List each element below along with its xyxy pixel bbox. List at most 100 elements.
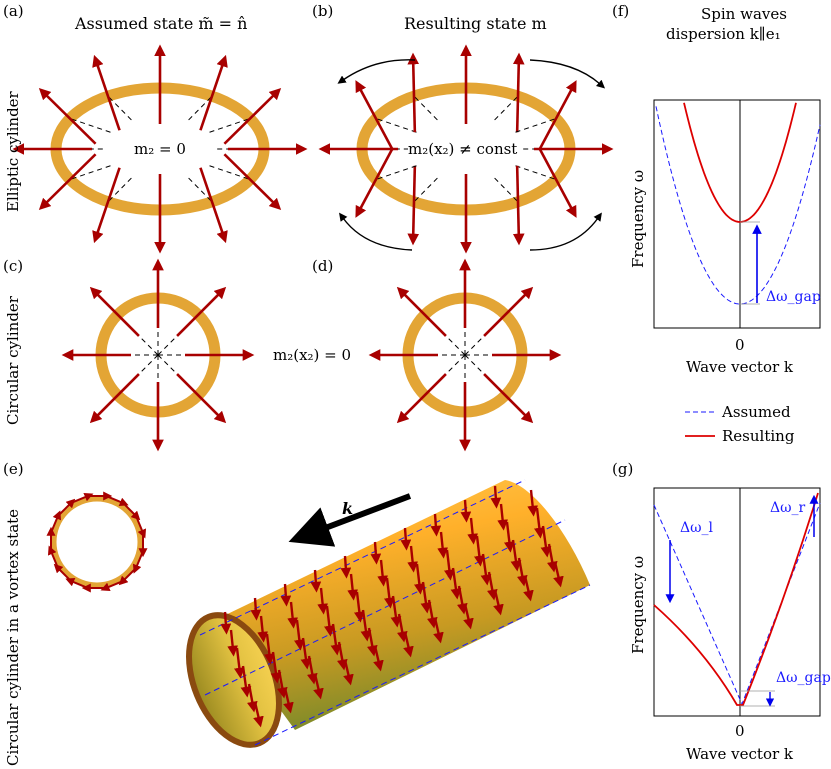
panel-f-title-1: Spin waves: [701, 5, 787, 23]
spin-arrow: [355, 147, 395, 218]
spin-arrow: [92, 54, 121, 131]
spin-arrow: [38, 87, 97, 145]
spin-arrow: [123, 503, 141, 521]
plot-g-left-label: Δω_l: [680, 520, 714, 536]
spin-arrow: [533, 507, 545, 539]
spin-arrow: [65, 577, 88, 589]
curved-arrow-br: [529, 212, 602, 251]
spin-arrow: [227, 629, 238, 657]
spin-arrow: [407, 165, 420, 246]
spin-arrow: [360, 609, 372, 642]
spin-arrow: [377, 559, 388, 587]
curve-resulting-g: [653, 492, 819, 706]
curve-assumed-f: [655, 106, 821, 305]
plot-g-gap-label: Δω_gap: [776, 670, 831, 686]
vortex-ring: [51, 496, 143, 588]
spin-arrow: [276, 669, 288, 699]
spin-arrow: [463, 603, 474, 630]
spin-arrow: [253, 701, 264, 728]
plot-f-xlabel: Wave vector k: [686, 358, 794, 376]
spin-arrow: [473, 535, 485, 567]
spin-arrow: [516, 557, 528, 587]
spin-arrow: [407, 545, 418, 573]
panel-c-diagram: [61, 258, 255, 452]
dashed-radius: [188, 177, 213, 203]
dashed-radius: [375, 165, 417, 180]
plot-f-ylabel: Frequency ω: [629, 169, 647, 268]
spin-arrow: [240, 665, 252, 698]
spin-arrow: [390, 595, 402, 628]
arrows-a: [12, 44, 308, 254]
spin-arrow: [176, 286, 227, 337]
spin-arrow: [347, 573, 358, 601]
spin-arrow: [250, 597, 262, 621]
spin-arrow: [330, 623, 342, 656]
panel-f-title-2: dispersion k∥e₁: [666, 25, 781, 43]
curved-arrow-tr: [529, 59, 606, 89]
plot-f-xtick: 0: [735, 336, 745, 354]
spin-arrow: [106, 495, 129, 507]
spin-arrow: [546, 543, 558, 573]
spin-arrow: [135, 516, 147, 539]
cd-center-text: m₂(x₂) = 0: [273, 346, 352, 364]
spin-arrow: [336, 641, 348, 671]
spin-arrow: [413, 563, 425, 595]
spin-arrow: [263, 633, 275, 665]
arrows-e-ring: [46, 491, 148, 593]
dashed-radius: [188, 95, 213, 121]
arrows-e-tube: [220, 485, 564, 728]
spin-arrow: [400, 527, 412, 551]
spin-arrow: [430, 513, 442, 537]
spin-arrow: [443, 549, 455, 581]
dashed-radius: [494, 177, 519, 203]
spin-arrow: [132, 551, 144, 574]
panel-e-tube: [186, 479, 591, 748]
spin-arrow: [383, 577, 395, 609]
panel-b-center-text: m₂(x₂) ≠ const: [408, 140, 518, 158]
spin-arrow: [396, 613, 408, 643]
tube-dash-line: [254, 584, 591, 746]
spin-arrow: [223, 153, 282, 211]
panel-f-label: (f): [612, 2, 630, 20]
spin-arrow: [53, 563, 71, 581]
spin-arrow: [467, 517, 478, 545]
spin-arrow: [512, 165, 525, 246]
spin-arrow: [300, 637, 312, 670]
dashed-radius: [69, 165, 111, 180]
k-vector-label: k: [342, 499, 354, 518]
spin-arrow: [493, 589, 504, 616]
panel-g-plot: [653, 487, 821, 717]
spin-arrow: [220, 611, 232, 635]
spin-arrow: [456, 585, 468, 615]
spin-arrow: [50, 510, 62, 533]
spin-arrow: [246, 683, 258, 713]
spin-arrow: [317, 587, 328, 615]
spin-arrow: [373, 645, 384, 672]
spin-arrow: [257, 615, 268, 643]
panel-d-label: (d): [312, 257, 334, 275]
spin-arrow: [270, 651, 282, 684]
spin-arrow: [483, 373, 534, 424]
curved-arrow-bl: [339, 212, 413, 251]
spin-arrow: [450, 567, 462, 600]
spin-arrow: [527, 489, 538, 517]
spin-arrow: [426, 599, 438, 629]
k-arrow: [288, 493, 412, 547]
spin-arrow: [199, 54, 228, 131]
spin-arrow: [353, 591, 365, 623]
spin-arrow: [89, 286, 140, 337]
plot-g-right-label: Δω_r: [770, 500, 806, 516]
spin-arrow: [343, 659, 354, 686]
spin-arrow: [47, 545, 59, 568]
panel-a-diagram: [12, 44, 308, 254]
spin-arrow: [89, 373, 140, 424]
spin-arrow: [355, 80, 395, 151]
spin-arrow: [480, 553, 492, 586]
spin-arrow: [58, 498, 76, 516]
panel-d-diagram: [368, 258, 562, 452]
tube-dash-line: [199, 479, 526, 636]
spin-arrow: [293, 619, 305, 651]
spin-arrow: [553, 561, 564, 588]
legend-assumed-text: Assumed: [722, 403, 791, 421]
